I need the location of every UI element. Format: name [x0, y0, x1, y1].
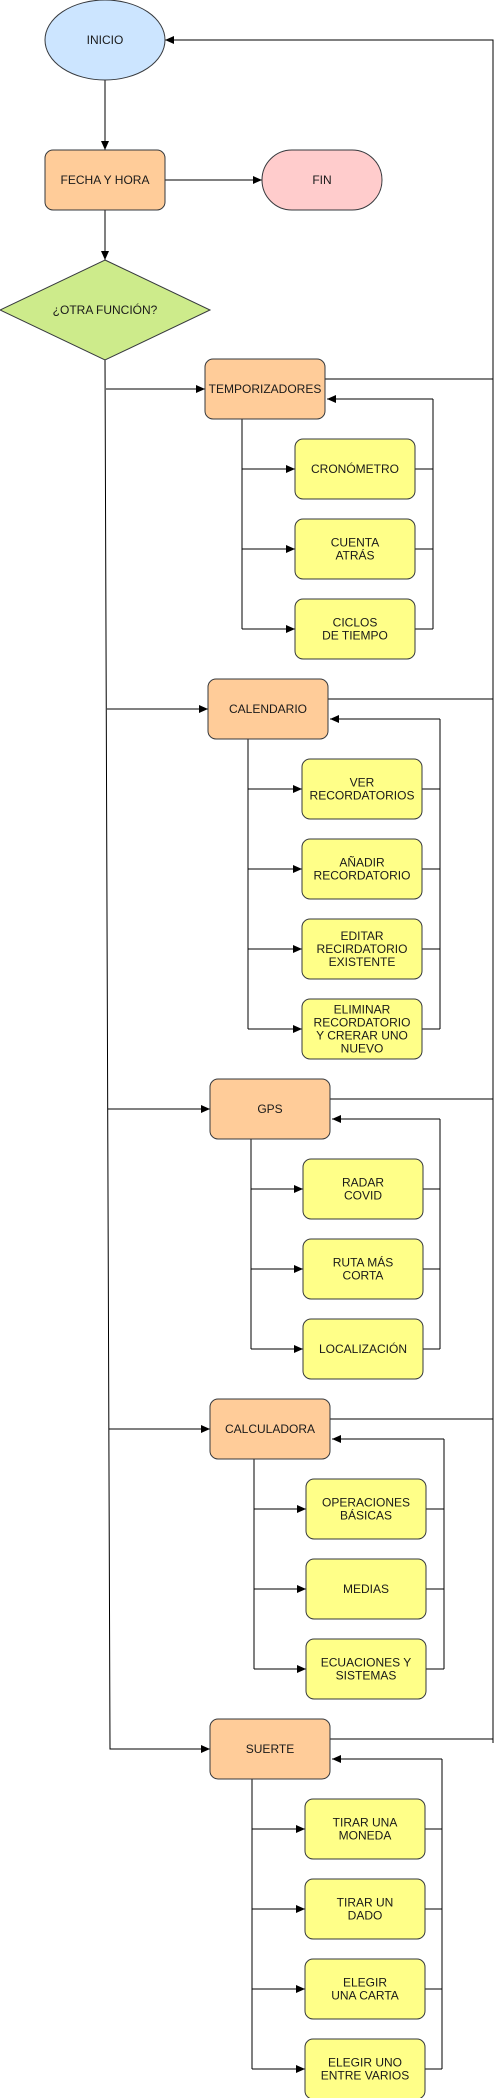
suerte-option-label: ELEGIR — [343, 1976, 387, 1990]
suerte-option-label: TIRAR UNA — [333, 1816, 398, 1830]
temporizadores-label: TEMPORIZADORES — [209, 382, 322, 396]
calculadora-label: CALCULADORA — [225, 1422, 315, 1436]
calendario-node[interactable]: CALENDARIO — [207, 678, 329, 740]
gps-option-label: CORTA — [343, 1269, 384, 1283]
calendario-option-label: RECORDATORIO — [314, 1016, 411, 1030]
calendario-option-label: VER — [350, 776, 375, 790]
gps-node[interactable]: GPS — [209, 1078, 331, 1140]
gps-option-label: LOCALIZACIÓN — [319, 1341, 407, 1356]
temporizadores-option-label: CICLOS — [333, 616, 378, 630]
calculadora-node[interactable]: CALCULADORA — [209, 1398, 331, 1460]
connectors — [101, 36, 494, 2073]
calendario-option-label: NUEVO — [341, 1042, 384, 1056]
gps-option-label: COVID — [344, 1189, 382, 1203]
gps-option[interactable]: LOCALIZACIÓN — [302, 1318, 424, 1380]
suerte-option-label: ELEGIR UNO — [328, 2056, 402, 2070]
edge-decision-suerte — [104, 359, 210, 1753]
suerte-option-label: UNA CARTA — [331, 1989, 399, 2003]
temporizadores-node[interactable]: TEMPORIZADORES — [204, 358, 326, 420]
suerte-label: SUERTE — [246, 1742, 294, 1756]
temporizadores-option-label: DE TIEMPO — [322, 629, 388, 643]
calendario-option-label: RECORDATORIO — [314, 869, 411, 883]
nodes: INICIO FECHA Y HORA FIN ¿OTRA FUNCIÓN? TEMPO… — [0, 0, 427, 2098]
suerte-node[interactable]: SUERTE — [209, 1718, 331, 1780]
temporizadores-option-label: ATRÁS — [335, 548, 374, 563]
calendario-option-label: EXISTENTE — [329, 955, 396, 969]
calendario-label: CALENDARIO — [229, 702, 307, 716]
gps-label: GPS — [257, 1102, 282, 1116]
calendario-option-label: Y CRERAR UNO — [316, 1029, 408, 1043]
fin-label: FIN — [312, 173, 331, 187]
gps-option-label: RADAR — [342, 1176, 384, 1190]
calendario-option-label: RECORDATORIOS — [310, 789, 415, 803]
calculadora-option-label: ECUACIONES Y — [321, 1656, 411, 1670]
otra-funcion-label: ¿OTRA FUNCIÓN? — [53, 302, 158, 317]
calculadora-option-label: MEDIAS — [343, 1582, 389, 1596]
fin-node[interactable]: FIN — [261, 149, 383, 211]
inicio-node[interactable]: INICIO — [44, 0, 166, 81]
calculadora-option-label: BÁSICAS — [340, 1508, 392, 1523]
inicio-label: INICIO — [87, 33, 124, 47]
calendario-option-label: ELIMINAR — [334, 1003, 391, 1017]
calendario-option-label: AÑADIR — [339, 856, 385, 870]
gps-option-label: RUTA MÁS — [333, 1255, 393, 1270]
suerte-option-label: ENTRE VARIOS — [321, 2069, 409, 2083]
otra-funcion-decision[interactable]: ¿OTRA FUNCIÓN? — [0, 259, 212, 361]
suerte-option-label: TIRAR UN — [337, 1896, 394, 1910]
temporizadores-option-label: CUENTA — [331, 536, 379, 550]
calculadora-option-label: SISTEMAS — [336, 1669, 397, 1683]
fecha-hora-node[interactable]: FECHA Y HORA — [44, 149, 166, 211]
suerte-option-label: MONEDA — [339, 1829, 392, 1843]
calendario-option-label: EDITAR — [340, 929, 383, 943]
temporizadores-option-label: CRONÓMETRO — [311, 461, 399, 476]
suerte-option-label: DADO — [348, 1909, 383, 1923]
fecha-hora-label: FECHA Y HORA — [61, 173, 150, 187]
calculadora-option[interactable]: MEDIAS — [305, 1558, 427, 1620]
edge-return-inicio — [165, 36, 494, 1743]
temporizadores-option[interactable]: CRONÓMETRO — [294, 438, 416, 500]
calendario-option-label: RECIRDATORIO — [317, 942, 408, 956]
calculadora-option-label: OPERACIONES — [322, 1496, 410, 1510]
